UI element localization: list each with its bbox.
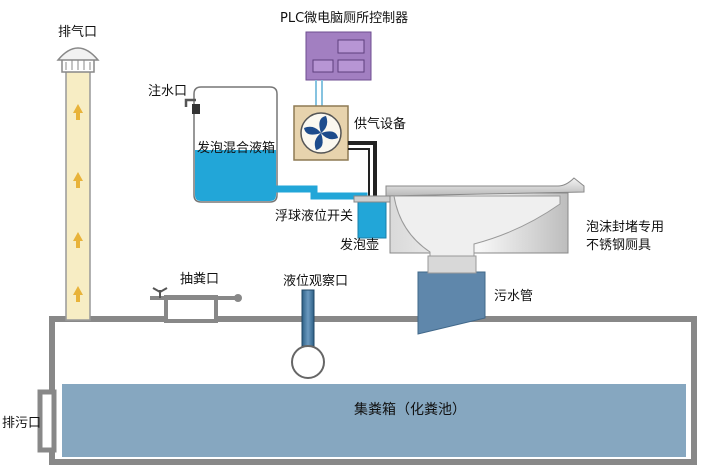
level-observation-port: 液位观察口 (283, 274, 348, 379)
suction-port-label: 抽粪口 (180, 272, 219, 287)
collection-tank-label: 集粪箱（化粪池） (354, 401, 466, 418)
foam-mixing-tank-label: 发泡混合液箱 (197, 140, 275, 156)
plc-controller-label: PLC微电脑厕所控制器 (280, 11, 408, 26)
toilet-label-line2: 不锈钢厕具 (586, 238, 651, 253)
level-window-label: 液位观察口 (283, 274, 348, 289)
discharge-port-label: 排污口 (2, 416, 41, 431)
float-switch-label: 浮球液位开关 (275, 209, 353, 224)
plc-display (337, 39, 365, 54)
air-supply-unit: 供气设备 (293, 105, 406, 161)
stainless-toilet: 泡沫封堵专用 不锈钢厕具 (385, 177, 664, 274)
toilet-rim (385, 177, 585, 197)
float-ball (291, 345, 325, 379)
exhaust-pipe: 排气口 (56, 24, 100, 321)
toilet-bowl (393, 195, 561, 273)
flow-arrows (73, 104, 83, 302)
toilet-outlet (427, 255, 477, 274)
air-hose (348, 141, 377, 200)
sewage-liquid (62, 384, 686, 457)
toilet-label-line1: 泡沫封堵专用 (586, 220, 664, 235)
exhaust-cap (56, 47, 100, 61)
air-supply-label: 供气设备 (354, 116, 406, 132)
water-inlet-label: 注水口 (148, 84, 187, 99)
foam-mixing-tank: 发泡混合液箱 (193, 86, 278, 203)
exhaust-port-label: 排气口 (58, 24, 97, 40)
foam-pot-label: 发泡壶 (340, 237, 379, 253)
sewage-pipe-label: 污水管 (494, 289, 533, 304)
suction-port: 抽粪口 (150, 272, 242, 323)
fan-icon (304, 116, 338, 150)
plc-controller: PLC微电脑厕所控制器 (280, 11, 408, 81)
liquid-feed-pipe (276, 185, 368, 202)
collection-tank: 集粪箱（化粪池） (49, 316, 697, 465)
foam-pot: 发泡壶 (340, 195, 391, 253)
discharge-port: 排污口 (2, 389, 57, 453)
water-inlet: 注水口 (148, 84, 200, 114)
